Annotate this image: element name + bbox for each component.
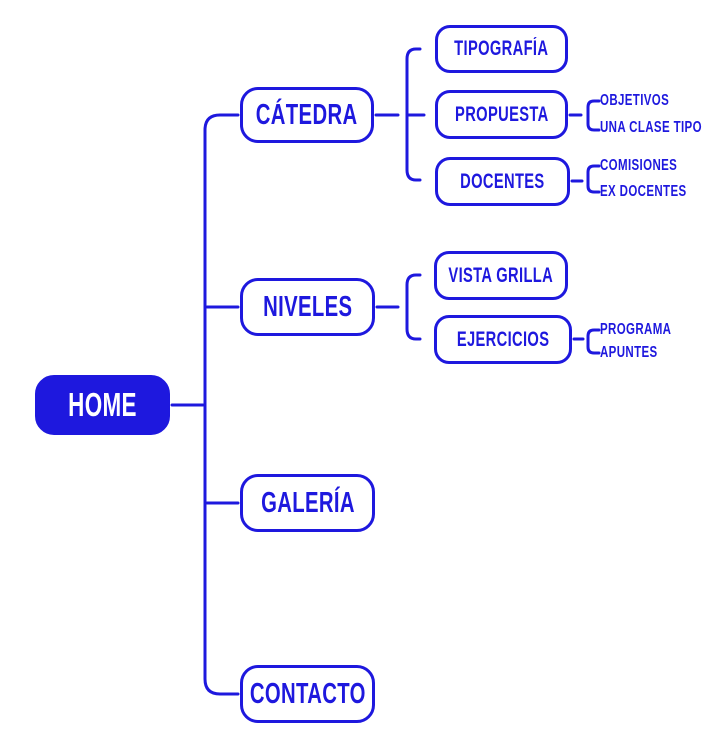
node-galeria: GALERÍA (240, 474, 375, 532)
leaf-comisiones-label: COMISIONES (600, 157, 678, 174)
node-home-label: HOME (68, 386, 137, 423)
leaf-programa-label: PROGRAMA (600, 321, 672, 338)
node-galeria-label: GALERÍA (260, 486, 355, 519)
node-docentes-label: DOCENTES (460, 169, 545, 193)
node-niveles-label: NIVELES (262, 290, 353, 323)
node-catedra: CÁTEDRA (240, 87, 374, 143)
node-niveles: NIVELES (240, 278, 375, 336)
spine-line (203, 113, 240, 696)
docentes-leaf-bracket (586, 164, 601, 194)
leaf-apuntes-label: APUNTES (600, 344, 658, 361)
node-propuesta: PROPUESTA (435, 90, 568, 139)
propuesta-leaf-bracket (586, 99, 601, 132)
node-ejercicios: EJERCICIOS (434, 315, 572, 364)
node-propuesta-label: PROPUESTA (454, 102, 549, 126)
leaf-programa: PROGRAMA (600, 321, 699, 339)
ejercicios-leaf-bracket (586, 328, 601, 355)
node-tipografia: TIPOGRAFÍA (435, 25, 568, 73)
leaf-objetivos: OBJETIVOS (600, 92, 696, 110)
node-contacto: CONTACTO (240, 665, 375, 723)
node-home: HOME (35, 375, 170, 435)
node-catedra-label: CÁTEDRA (256, 98, 358, 131)
node-contacto-label: CONTACTO (249, 677, 366, 710)
leaf-objetivos-label: OBJETIVOS (600, 92, 670, 109)
node-docentes: DOCENTES (435, 157, 570, 206)
node-ejercicios-label: EJERCICIOS (456, 327, 550, 351)
leaf-ex-docentes-label: EX DOCENTES (600, 183, 687, 200)
niveles-bracket (405, 273, 422, 341)
leaf-una-clase-tipo-label: UNA CLASE TIPO (600, 119, 702, 136)
node-tipografia-label: TIPOGRAFÍA (454, 37, 549, 60)
leaf-ex-docentes: EX DOCENTES (600, 183, 720, 201)
node-vista-grilla-label: VISTA GRILLA (448, 263, 554, 287)
node-vista-grilla: VISTA GRILLA (434, 251, 568, 300)
leaf-comisiones: COMISIONES (600, 157, 707, 175)
leaf-apuntes: APUNTES (600, 344, 680, 362)
leaf-una-clase-tipo: UNA CLASE TIPO (600, 119, 720, 137)
